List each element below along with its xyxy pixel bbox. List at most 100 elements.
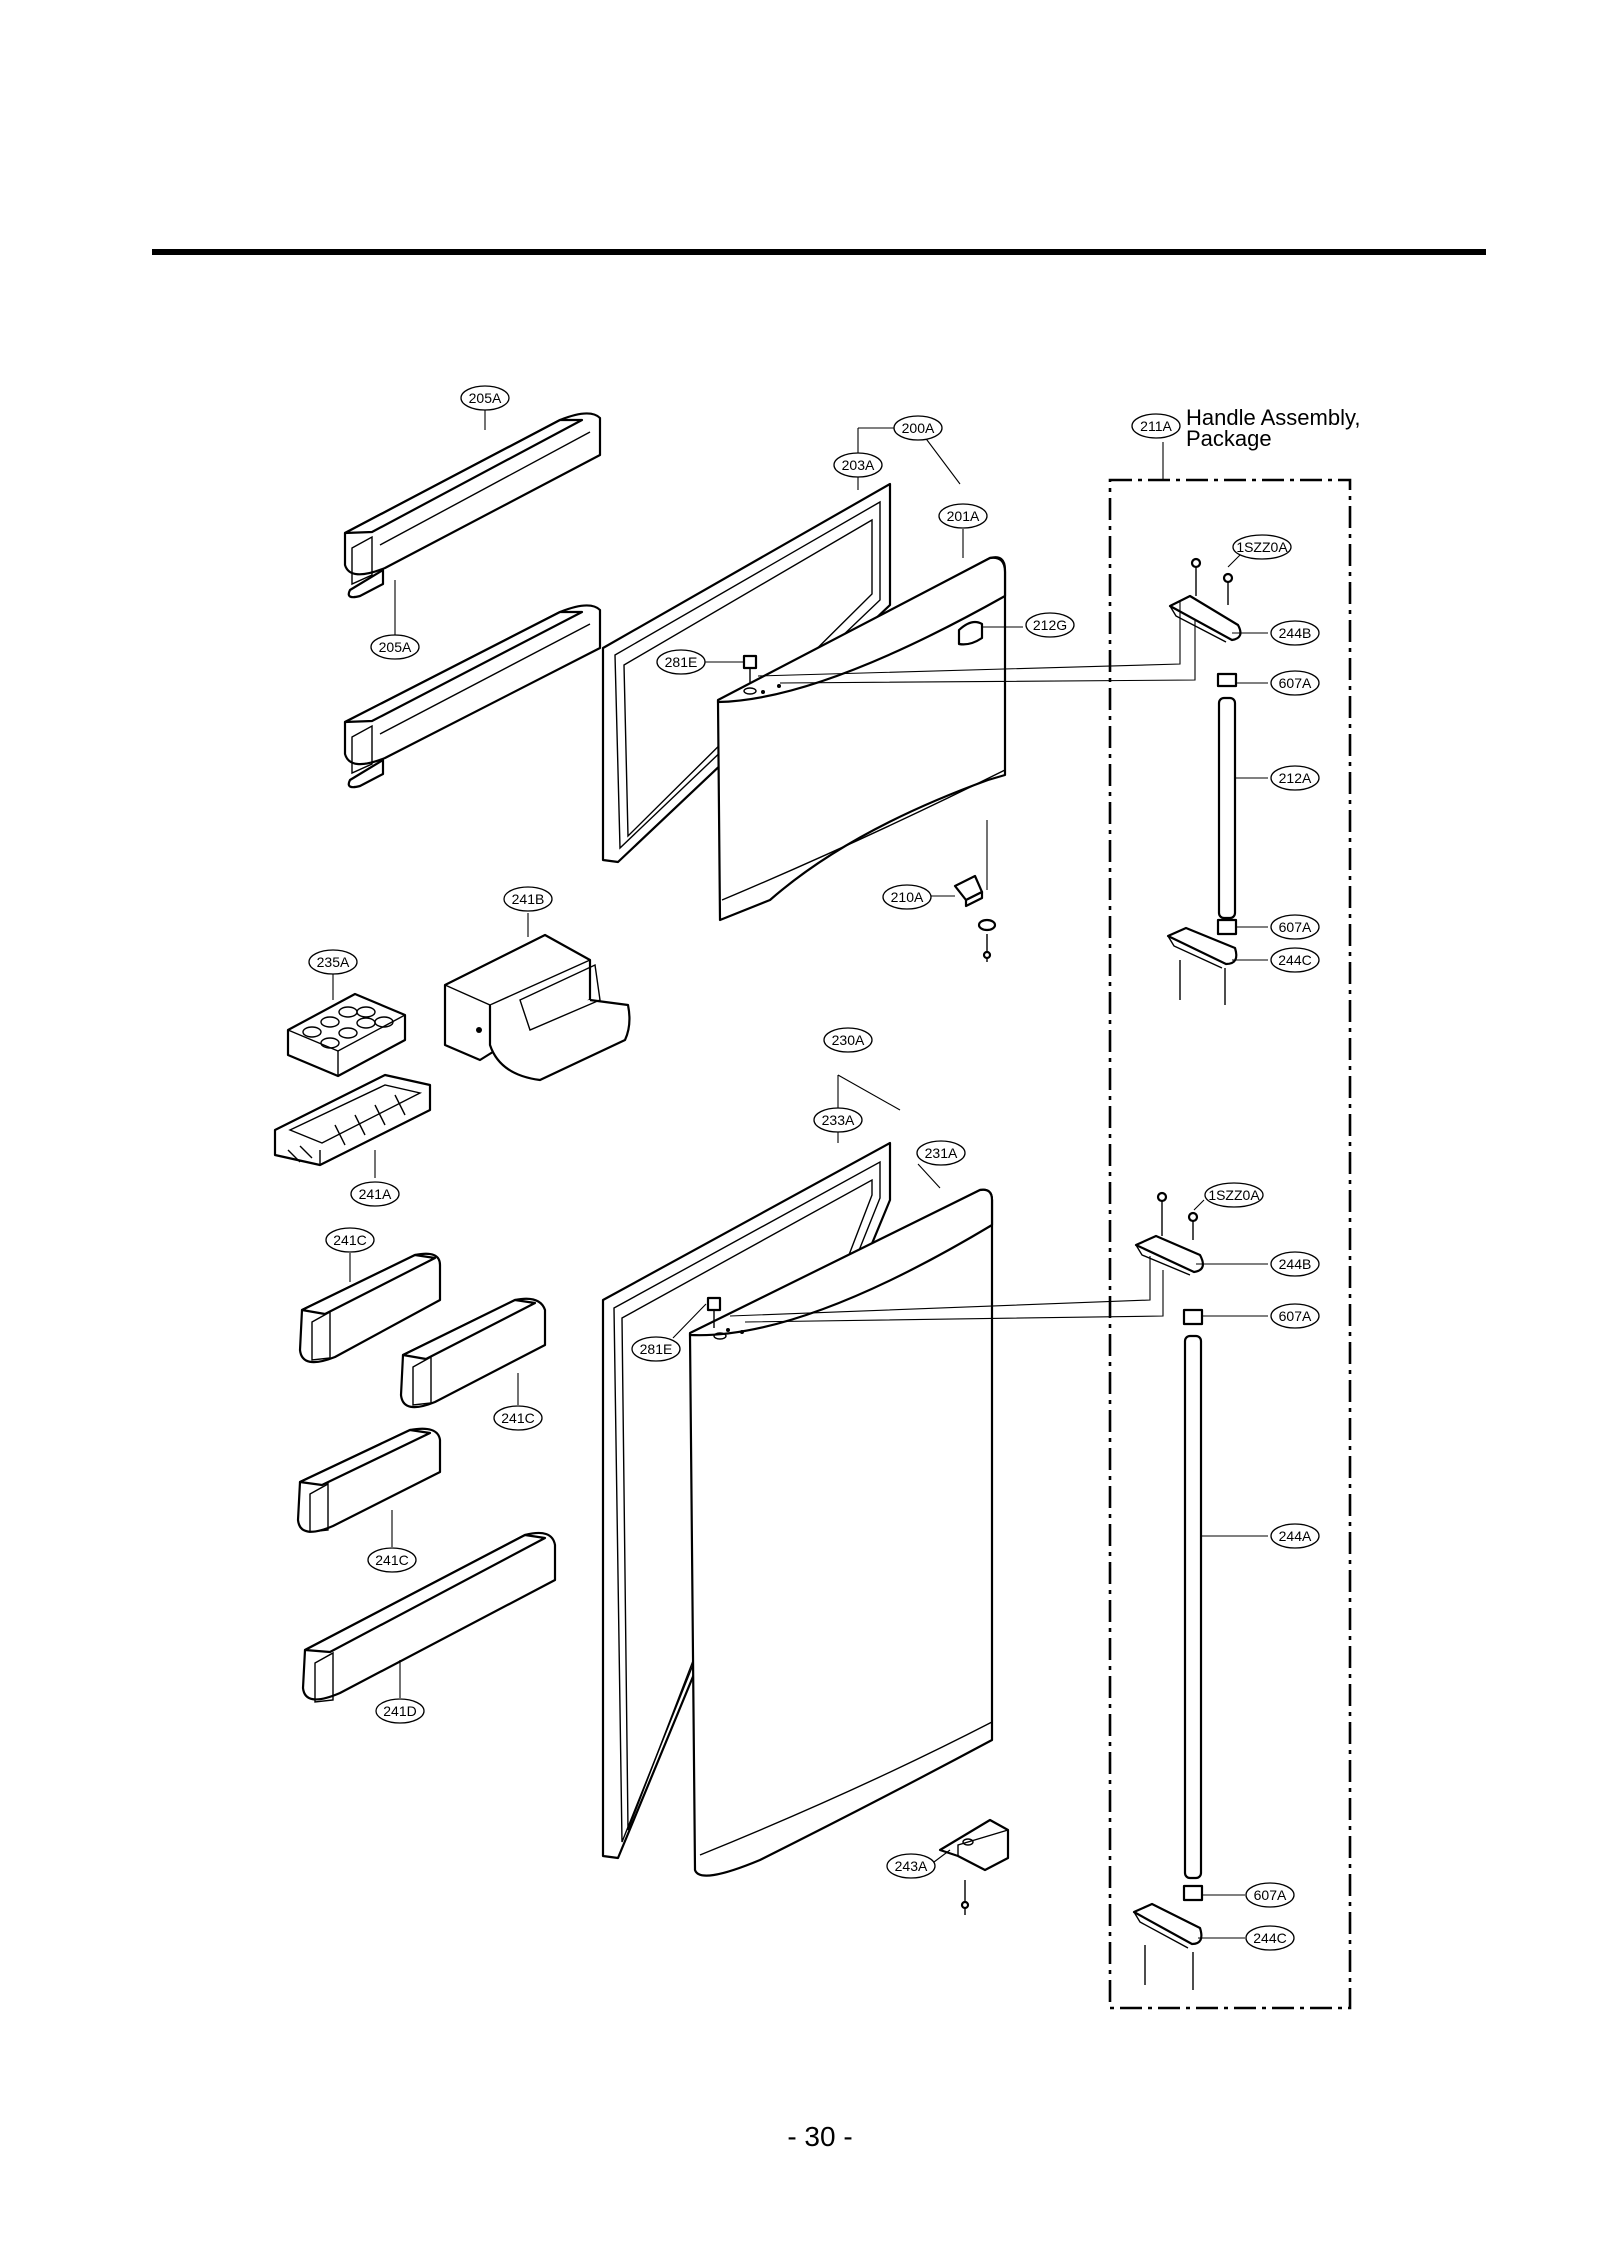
callout-text: 211A [1140,418,1172,434]
callout-201a: 201A [938,503,988,529]
callout-281e-top: 281E [656,649,706,675]
callout-text: 241C [333,1232,366,1248]
assembly-title-line1: Handle Assembly, [1186,405,1360,430]
callout-241c-2: 241C [493,1405,543,1431]
callout-607a-4: 607A [1245,1882,1295,1908]
door-bin-241d [301,1531,557,1703]
leader-lines [332,410,1268,1939]
callout-text: 1SZZ0A [1236,539,1288,555]
upper-bushing-607a [1216,672,1238,688]
door-bin-241c-2 [399,1297,547,1409]
callout-text: 244C [1253,1930,1286,1946]
callout-text: 241C [375,1552,408,1568]
callout-text: 244B [1279,625,1312,641]
callout-text: 205A [469,390,502,406]
callout-text: 607A [1279,675,1312,691]
door-tray-241a [273,1073,432,1167]
callout-text: 241B [512,891,545,907]
assembly-title-line2: Package [1186,426,1272,451]
callout-244c-top: 244C [1270,947,1320,973]
callout-text: 241C [501,1410,534,1426]
upper-screws [1190,557,1234,605]
lower-bushing-607a [1182,1308,1204,1326]
callout-text: 230A [832,1032,865,1048]
callout-text: 281E [665,654,698,670]
callout-1szz0a-bottom: 1SZZ0A [1204,1182,1264,1208]
callout-1szz0a-top: 1SZZ0A [1232,534,1292,560]
callout-235a: 235A [308,949,358,975]
callout-text: 212G [1033,617,1067,633]
upper-bracket-244c [1166,926,1238,1005]
lower-bushing-607a-bottom [1182,1884,1204,1902]
callout-607a-2: 607A [1270,914,1320,940]
callout-text: 233A [822,1112,855,1128]
callout-244b-bottom: 244B [1270,1251,1320,1277]
callout-text: 281E [640,1341,673,1357]
door-bin-241c-3 [296,1427,442,1533]
callout-244b-top: 244B [1270,620,1320,646]
callout-205a-bottom: 205A [370,634,420,660]
callout-231a: 231A [916,1140,966,1166]
callout-text: 244B [1279,1256,1312,1272]
callout-243a: 243A [886,1853,936,1879]
freezer-hinge-pin-281e [742,654,781,695]
callout-281e-bottom: 281E [631,1336,681,1362]
callout-text: 607A [1279,919,1312,935]
callout-241a: 241A [350,1181,400,1207]
lower-handle-rod-244a [1183,1334,1203,1880]
callout-205a-top: 205A [460,385,510,411]
callout-text: 243A [895,1858,928,1874]
dairy-bin-241b [443,933,631,1082]
callout-text: 607A [1254,1887,1287,1903]
handle-assembly-box [1108,478,1352,2010]
callout-text: 212A [1279,770,1312,786]
callout-212g: 212G [1025,612,1075,638]
callout-text: 201A [947,508,980,524]
lower-bracket-244c [1132,1902,1203,1990]
page-number: - 30 - [787,2121,852,2152]
lower-hinge-243a [938,1818,1010,1915]
callout-212a: 212A [1270,765,1320,791]
callout-text: 244A [1279,1528,1312,1544]
header-rule [152,249,1486,255]
egg-tray-235a [286,992,407,1078]
callout-241c-1: 241C [325,1227,375,1253]
callout-text: 241A [359,1186,392,1202]
callout-241d: 241D [375,1698,425,1724]
callout-241b: 241B [503,886,553,912]
upper-handle-bracket-244b [1168,594,1242,643]
door-bin-205a-lower [343,604,602,789]
callout-text: 203A [842,457,875,473]
callout-210a: 210A [882,884,932,910]
fresh-door-231a [688,1188,994,1877]
callout-text: 200A [902,420,935,436]
callout-text: 205A [379,639,412,655]
fresh-hinge-pin-281e [706,1296,744,1340]
lower-handle-bracket-244b [1134,1191,1205,1276]
callout-text: 607A [1279,1308,1312,1324]
upper-bushing-607a-lower [1216,918,1238,936]
callout-241c-3: 241C [367,1547,417,1573]
callout-607a-1: 607A [1270,670,1320,696]
freezer-door-gasket-203a [601,482,892,864]
callout-211a: 211A [1131,413,1181,439]
upper-handle-rod-212a [1217,696,1237,920]
callout-244c-bottom: 244C [1245,1925,1295,1951]
callout-233a: 233A [813,1107,863,1133]
callout-text: 235A [317,954,350,970]
callout-203a: 203A [833,452,883,478]
callout-text: 231A [925,1145,958,1161]
callout-200a: 200A [893,415,943,441]
callout-244a: 244A [1270,1523,1320,1549]
callout-text: 1SZZ0A [1208,1187,1260,1203]
callout-text: 241D [383,1703,416,1719]
freezer-door-201a [716,556,1007,922]
freezer-hinge-210a [953,874,997,962]
door-bin-205a-upper [343,412,602,599]
callout-text: 244C [1278,952,1311,968]
callout-230a: 230A [823,1027,873,1053]
callout-607a-3: 607A [1270,1303,1320,1329]
callout-text: 210A [891,889,924,905]
door-bin-241c-1 [298,1252,442,1364]
